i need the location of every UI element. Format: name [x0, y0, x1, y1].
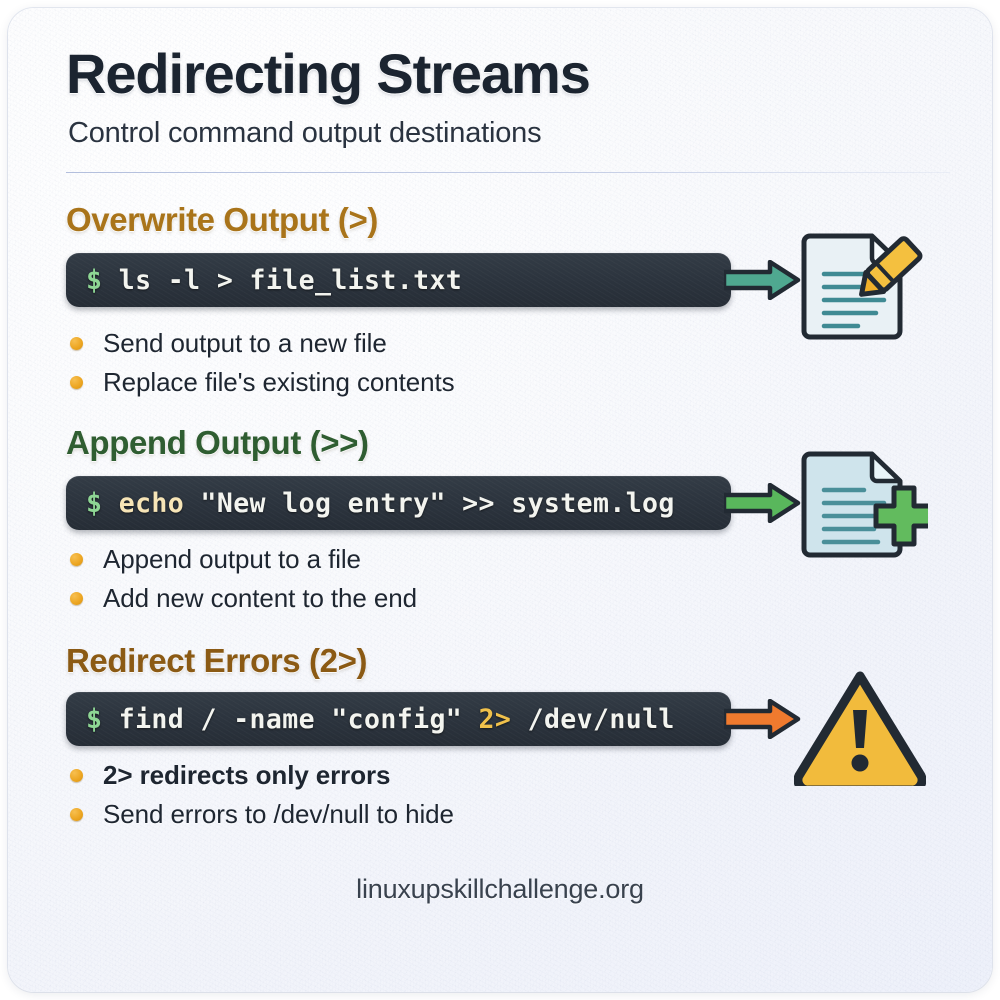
page-title: Redirecting Streams: [66, 42, 591, 105]
bullet-dot-icon: [70, 808, 83, 821]
document-with-pencil-icon: [798, 228, 928, 348]
section-heading: Append Output (>>): [66, 424, 369, 461]
command-token-prompt: $: [86, 703, 103, 735]
bullet-dot-icon: [70, 769, 83, 782]
flow-arrow: [721, 259, 802, 305]
page-subtitle: Control command output destinations: [68, 117, 542, 149]
command-token-cmd: echo: [102, 487, 185, 519]
command-text: $ ls -l > file_list.txt: [66, 265, 462, 296]
command-token-redir: 2>: [478, 703, 512, 735]
header-divider: [66, 172, 950, 173]
list-item: Add new content to the end: [70, 579, 417, 618]
infographic-card: Redirecting Streams Control command outp…: [8, 8, 992, 992]
bullet-text: Add new content to the end: [103, 583, 417, 613]
flow-arrow: [721, 698, 802, 744]
command-token-plain: /dev/null: [511, 703, 675, 735]
terminal-command-bar: $ echo "New log entry" >> system.log: [66, 476, 731, 530]
bullet-text: Replace file's existing contents: [103, 367, 455, 397]
command-token-plain: "New log entry" >> system.log: [184, 487, 675, 519]
flow-arrow: [721, 482, 802, 528]
command-token-prompt: $: [86, 487, 103, 519]
terminal-command-bar: $ ls -l > file_list.txt: [66, 253, 731, 307]
command-token-plain: ls -l > file_list.txt: [102, 264, 463, 296]
list-item: Replace file's existing contents: [70, 363, 455, 402]
terminal-command-bar: $ find / -name "config" 2> /dev/null: [66, 692, 731, 746]
bullet-dot-icon: [70, 337, 83, 350]
command-text: $ find / -name "config" 2> /dev/null: [66, 704, 675, 735]
list-item: Append output to a file: [70, 540, 417, 579]
bullet-dot-icon: [70, 376, 83, 389]
section-heading: Redirect Errors (2>): [66, 642, 368, 679]
bullet-list: Send output to a new file Replace file's…: [70, 324, 455, 402]
bullet-text: Append output to a file: [103, 544, 361, 574]
bullet-dot-icon: [70, 553, 83, 566]
bullet-list: Append output to a file Add new content …: [70, 540, 417, 618]
bullet-list: 2> redirects only errors Send errors to …: [70, 756, 454, 834]
document-with-plus-icon: [798, 446, 935, 569]
list-item: 2> redirects only errors: [70, 756, 454, 795]
list-item: Send output to a new file: [70, 324, 455, 363]
warning-triangle-icon: [793, 668, 927, 795]
command-token-plain: find / -name "config": [102, 703, 479, 735]
bullet-text: Send output to a new file: [103, 328, 387, 358]
footer-url: linuxupskillchallenge.org: [356, 874, 644, 904]
bullet-text: Send errors to /dev/null to hide: [103, 799, 454, 829]
list-item: Send errors to /dev/null to hide: [70, 795, 454, 834]
command-token-prompt: $: [86, 264, 103, 296]
bullet-text: 2> redirects only errors: [103, 760, 391, 790]
command-text: $ echo "New log entry" >> system.log: [66, 488, 675, 519]
section-heading: Overwrite Output (>): [66, 201, 378, 238]
bullet-dot-icon: [70, 592, 83, 605]
